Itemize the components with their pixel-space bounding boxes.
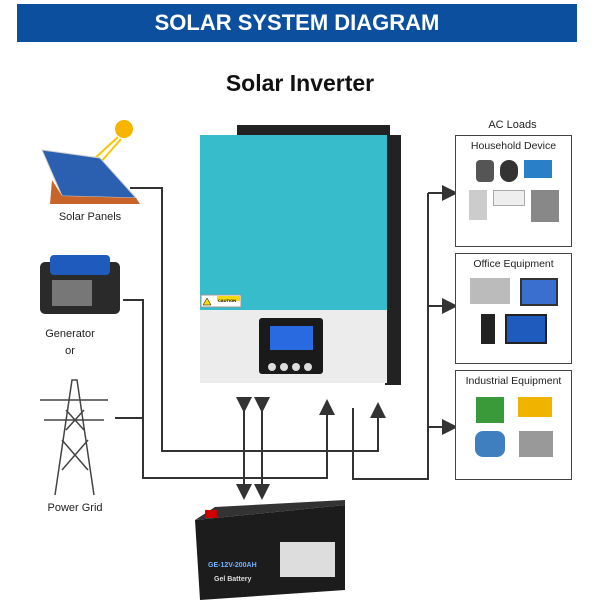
or-label: or [65,345,75,357]
battery-image [195,500,345,600]
generator-label: Generator [45,328,95,340]
industrial-icons [456,397,571,423]
wiring-lines [115,185,458,500]
household-device-label: Household Device [470,140,557,152]
power-tower-icon [40,379,108,496]
ac-loads-title: AC Loads [488,119,537,131]
battery-model: GE-12V-200AH [208,562,257,569]
inverter-image [200,125,401,385]
caution-label: CAUTION [217,298,237,303]
industrial-equipment-label: Industrial Equipment [465,375,562,387]
office-equipment-box: Office Equipment [455,253,572,364]
battery-type: Gel Battery [214,576,252,583]
household-device-box: Household Device [455,135,572,247]
diagram-subtitle: Solar Inverter [225,70,375,96]
sun-icon [92,120,133,164]
banner-title: SOLAR SYSTEM DIAGRAM [17,4,577,42]
office-icons [456,278,571,306]
office-equipment-label: Office Equipment [473,258,554,270]
appliance-icons [456,160,571,182]
generator-icon [40,255,120,314]
industrial-equipment-box: Industrial Equipment [455,370,572,480]
solar-panel-icon [41,149,140,204]
solar-panels-label: Solar Panels [58,211,122,223]
power-grid-label: Power Grid [47,502,103,514]
